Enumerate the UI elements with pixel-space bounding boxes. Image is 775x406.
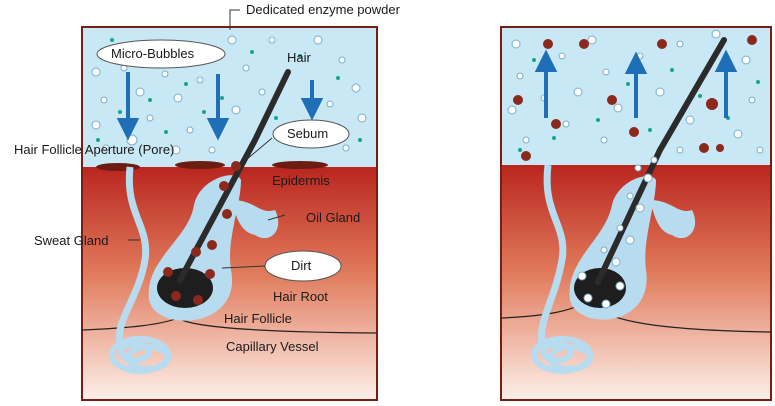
dirt-particles (163, 161, 241, 305)
panel-before (81, 9, 378, 401)
label-oil-gland: Oil Gland (306, 210, 361, 225)
follicle-bubbles (577, 156, 658, 309)
down-arrows (116, 72, 324, 141)
pore-dirt (175, 161, 225, 169)
micro-bubbles-callout (96, 39, 226, 69)
label-capillary-vessel: Capillary Vessel (226, 339, 319, 354)
oil-gland (650, 200, 696, 239)
label-hair: Hair (287, 50, 311, 65)
sweat-gland-duct (537, 164, 567, 346)
sweat-gland-duct (115, 166, 150, 346)
sweat-gland-coil (531, 336, 593, 374)
lifted-dirt (513, 35, 757, 161)
label-hair-root: Hair Root (273, 289, 328, 304)
label-pore: Hair Follicle Aperture (Pore) (14, 142, 175, 157)
panel-frame (500, 26, 772, 401)
label-hair-follicle: Hair Follicle (224, 311, 292, 326)
enzyme-particles (518, 58, 760, 152)
label-epidermis: Epidermis (272, 173, 330, 188)
leader-lines (128, 9, 286, 269)
label-sweat-gland: Sweat Gland (34, 233, 109, 248)
sebum-callout (272, 119, 350, 149)
label-enzyme-powder: Dedicated enzyme powder (246, 2, 400, 17)
hair-shaft (177, 69, 291, 283)
pore-dirt (272, 161, 328, 169)
label-micro-bubbles: Micro-Bubbles (111, 46, 195, 61)
sweat-gland-coil (109, 336, 171, 374)
label-dirt: Dirt (291, 258, 312, 273)
pore-dirt (96, 163, 140, 171)
micro-bubbles (91, 35, 367, 155)
panel-after (500, 26, 772, 401)
up-arrows (534, 49, 738, 118)
oil-gland (232, 200, 279, 239)
label-sebum: Sebum (287, 126, 329, 141)
micro-bubbles (507, 29, 764, 154)
hair-shaft (595, 37, 727, 285)
